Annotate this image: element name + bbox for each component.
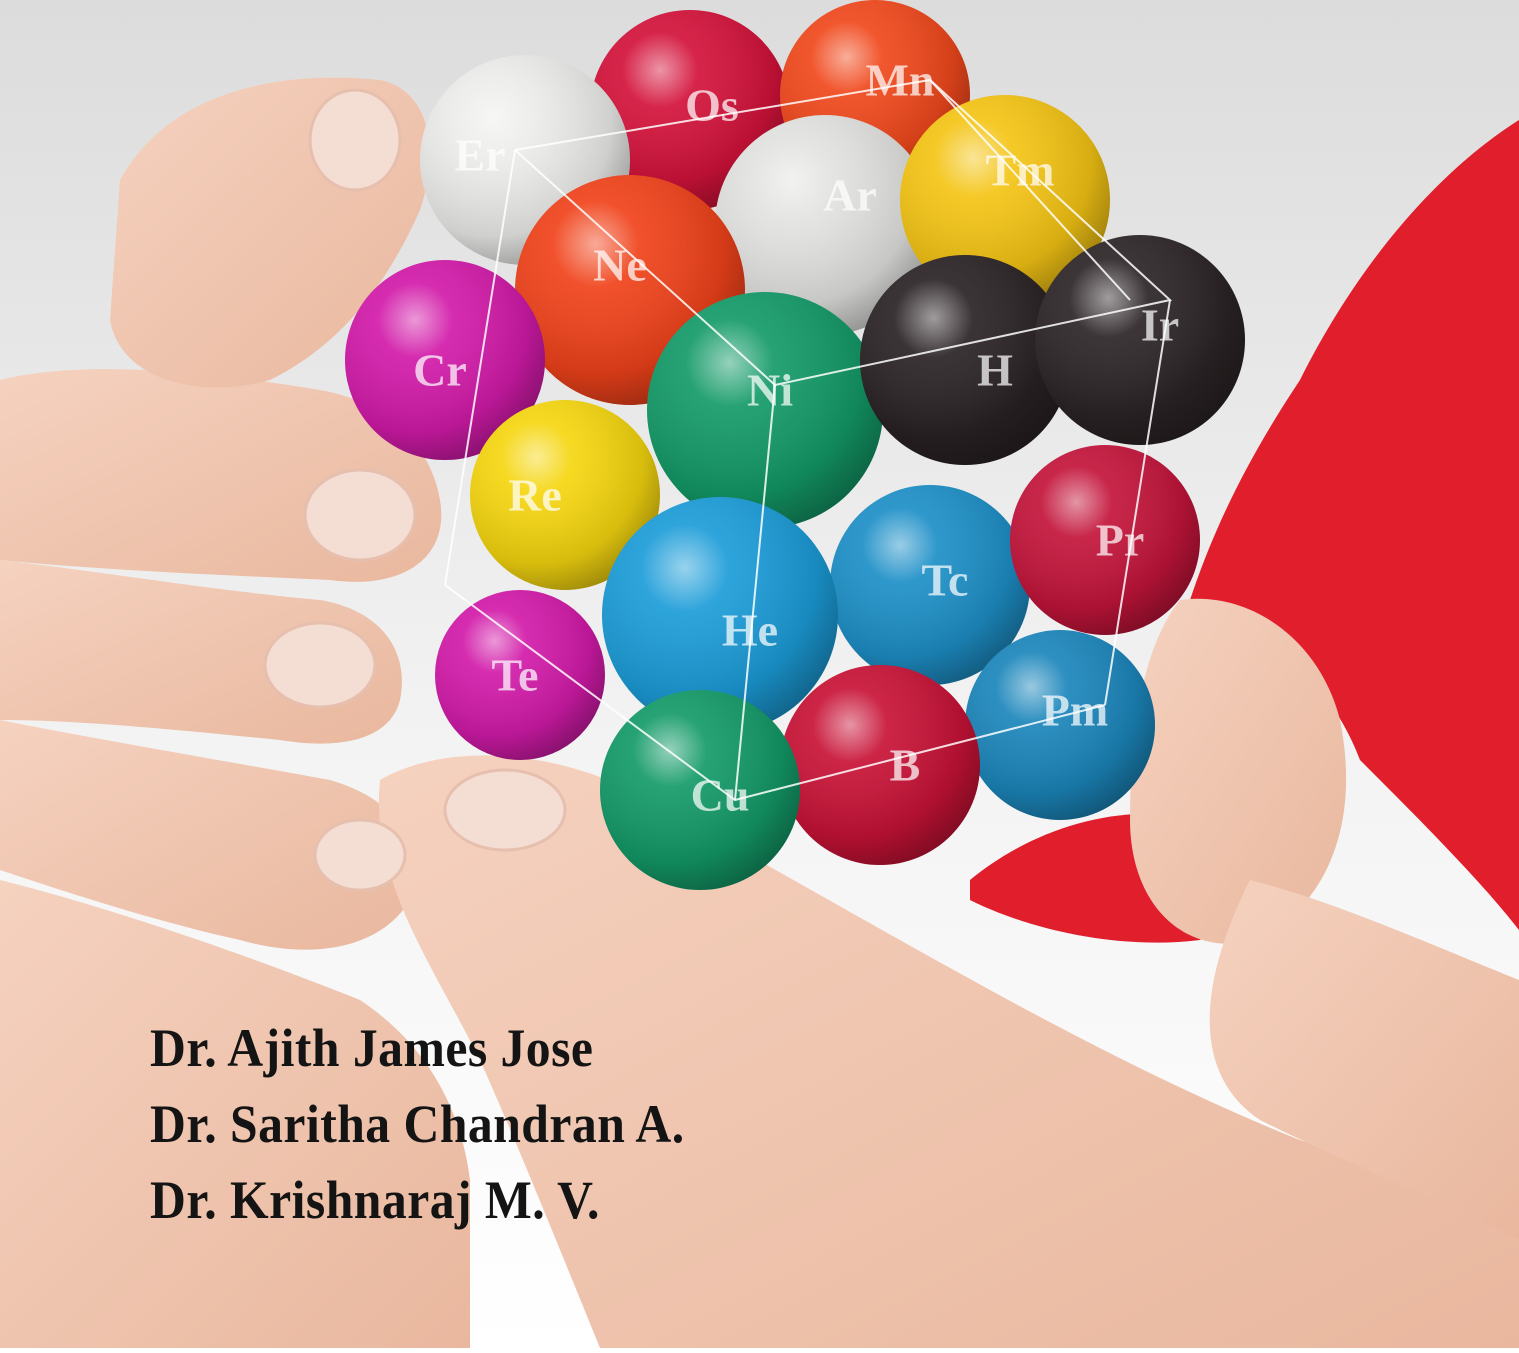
red-shirt (1190, 120, 1519, 930)
ball-shading (602, 497, 838, 733)
element-label-pr: Pr (1096, 515, 1145, 566)
element-label-he: He (722, 605, 778, 656)
element-label-tm: Tm (986, 145, 1055, 196)
author-list: Dr. Ajith James Jose Dr. Saritha Chandra… (150, 1010, 731, 1238)
left-hand (0, 77, 470, 1348)
ball-shading (1010, 445, 1200, 635)
element-label-ni: Ni (747, 365, 793, 416)
ball-shading (345, 260, 545, 460)
author-3: Dr. Krishnaraj M. V. (150, 1170, 600, 1230)
ball-shading (780, 665, 980, 865)
element-label-cr: Cr (413, 345, 467, 396)
ball-shading (965, 630, 1155, 820)
element-label-ar: Ar (823, 170, 877, 221)
right-hand (378, 598, 1519, 1348)
author-1: Dr. Ajith James Jose (150, 1018, 594, 1078)
wireframe-cube (444, 78, 1173, 802)
ball-shading (647, 292, 883, 528)
ball-shading (435, 590, 605, 760)
element-label-b: B (890, 740, 921, 791)
element-label-re: Re (508, 470, 562, 521)
ball-shading (900, 95, 1110, 305)
fingernails (263, 88, 567, 892)
element-label-pm: Pm (1042, 685, 1108, 736)
element-label-ne: Ne (593, 240, 647, 291)
element-label-er: Er (454, 130, 505, 181)
ball-shading (830, 485, 1030, 685)
element-label-mn: Mn (866, 55, 935, 106)
ball-shading (470, 400, 660, 590)
element-label-te: Te (492, 650, 539, 701)
element-label-tc: Tc (922, 555, 969, 606)
ball-shading (1035, 235, 1245, 445)
author-2: Dr. Saritha Chandran A. (150, 1094, 685, 1154)
ball-shading (715, 115, 935, 335)
element-label-ir: Ir (1141, 300, 1179, 351)
element-label-cu: Cu (691, 770, 750, 821)
element-label-h: H (977, 345, 1013, 396)
element-label-os: Os (685, 80, 739, 131)
molecule-balls (345, 0, 1245, 890)
ball-shading (600, 690, 800, 890)
ball-shading (860, 255, 1070, 465)
